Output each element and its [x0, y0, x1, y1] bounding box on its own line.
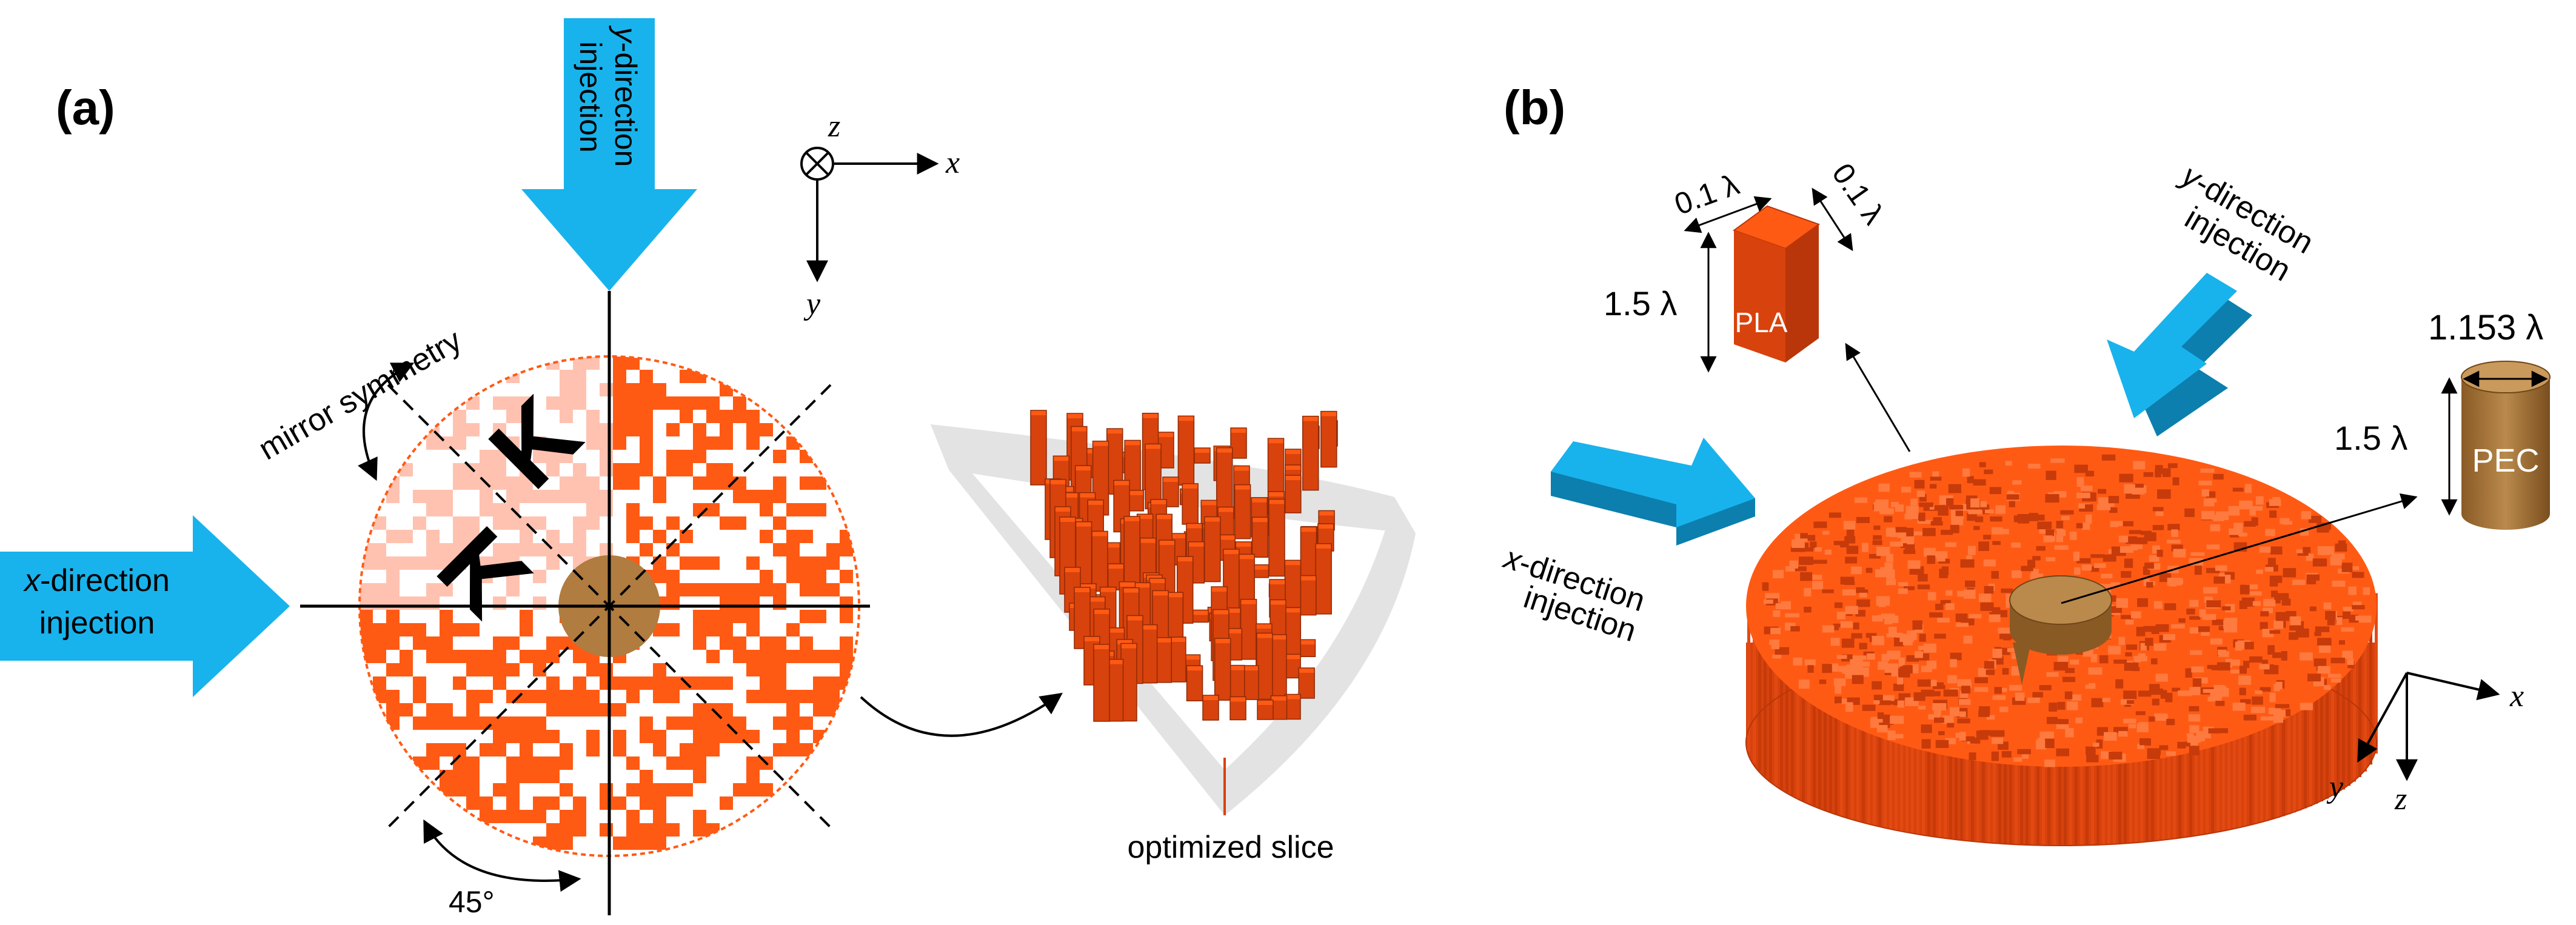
axis-y-label-a: y	[803, 287, 821, 321]
optimized-slice: optimized slice	[931, 410, 1416, 865]
pla-depth: 0.1 λ	[1825, 157, 1891, 230]
panel-b-label: (b)	[1504, 81, 1565, 135]
y-injection-arrow: y-direction injection	[521, 18, 697, 291]
panel-b: (b) PLA 0.1 λ 0.1 λ 1.5 λ	[1498, 81, 2551, 846]
x-injection-arrow-3d: x-direction injection	[1498, 438, 1755, 649]
pec-name: PEC	[2472, 442, 2539, 479]
x-injection-arrow: x-direction injection	[0, 515, 290, 697]
mirror-symmetry-arc	[358, 362, 415, 481]
coordinate-axes-a: x y z	[800, 109, 960, 321]
x-injection-line1: x-direction	[22, 563, 170, 598]
axis-z-label-a: z	[828, 109, 840, 144]
pec-cylinder: PEC 1.153 λ 1.5 λ	[2334, 308, 2551, 530]
pla-name: PLA	[1735, 307, 1788, 338]
pla-height: 1.5 λ	[1604, 284, 1677, 322]
x-injection-line2: injection	[39, 606, 155, 641]
panel-a-label: (a)	[56, 81, 115, 135]
diagonal-symmetry-line	[387, 384, 832, 829]
3d-optimized-disk	[1745, 446, 2378, 846]
axis-y-label-b: y	[2326, 770, 2344, 804]
axis-x-label-a: x	[945, 145, 960, 180]
pec-height: 1.5 λ	[2334, 419, 2407, 457]
y-injection-line1: y-direction	[609, 25, 643, 167]
pec-core-3d	[2009, 575, 2112, 625]
panel-a: (a) K K x-direction injection y-directio…	[0, 18, 1416, 919]
angle-label: 45°	[449, 885, 495, 919]
angle-arc	[423, 819, 581, 892]
pla-pillar: PLA 0.1 λ 0.1 λ 1.5 λ	[1604, 157, 1891, 373]
slice-pointer-arrow	[860, 692, 1063, 737]
optimized-slice-label: optimized slice	[1127, 830, 1334, 865]
y-injection-line2: injection	[574, 41, 607, 152]
pec-pointer	[2061, 493, 2418, 604]
y-injection-arrow-3d: y-direction injection	[2107, 157, 2320, 436]
pec-diameter: 1.153 λ	[2428, 308, 2543, 347]
axis-x-label-b: x	[2509, 679, 2524, 713]
axis-z-label-b: z	[2394, 782, 2407, 816]
pla-pointer	[1845, 342, 1911, 452]
coordinate-axes-b: x z y	[2326, 672, 2524, 816]
